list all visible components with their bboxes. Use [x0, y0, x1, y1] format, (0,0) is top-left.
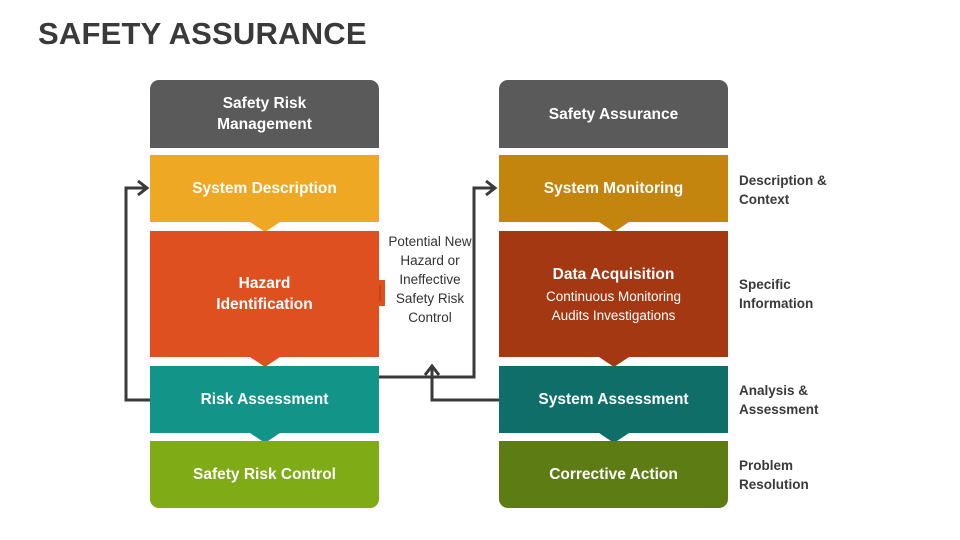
block-label: Data Acquisition [552, 265, 675, 283]
block-label: System Description [192, 180, 337, 197]
middle-annotation: Potential New Hazard or Ineffective Safe… [388, 234, 472, 325]
block-corrective-action: Corrective Action [499, 441, 728, 508]
block-data-acquisition: Data Acquisition Continuous Monitoring A… [499, 231, 728, 367]
left-header: Safety Risk Management [150, 80, 379, 148]
down-arrow-icon [249, 222, 280, 232]
block-label: System Monitoring [543, 180, 684, 197]
page-title: SAFETY ASSURANCE [38, 16, 367, 51]
connector-to-monitoring-head [485, 179, 498, 197]
block-safety-risk-control: Safety Risk Control [150, 441, 379, 508]
side-label-specific-information: Specific Information [739, 277, 814, 311]
right-header: Safety Assurance [499, 80, 728, 148]
side-label-description: Description & Context [739, 173, 827, 207]
block-sub-label: Continuous Monitoring [545, 288, 682, 304]
block-system-description: System Description [150, 155, 379, 232]
down-arrow-icon [598, 433, 629, 443]
side-label-problem-resolution: Problem Resolution [739, 458, 809, 492]
block-system-monitoring: System Monitoring [499, 155, 728, 232]
block-label: Safety Risk Control [193, 466, 336, 483]
connector-from-assessment [430, 368, 499, 402]
block-label: Corrective Action [549, 466, 678, 483]
block-system-assessment: System Assessment [499, 366, 728, 443]
down-arrow-icon [249, 433, 280, 443]
feedback-arrow-left [124, 186, 150, 402]
left-header-label: Safety Risk Management [217, 95, 312, 133]
block-label: Hazard Identification [216, 275, 313, 313]
down-arrow-icon [598, 222, 629, 232]
connector-from-assessment-head [423, 363, 441, 376]
down-arrow-icon [598, 357, 629, 367]
side-label-analysis: Analysis & Assessment [739, 383, 819, 417]
connector-to-monitoring [379, 186, 494, 379]
block-label: System Assessment [538, 391, 689, 408]
block-hazard-identification: Hazard Identification [150, 231, 379, 367]
block-sub-label: Audits Investigations [551, 307, 676, 323]
block-label: Risk Assessment [200, 391, 329, 408]
block-risk-assessment: Risk Assessment [150, 366, 379, 443]
down-arrow-icon [249, 357, 280, 367]
feedback-arrow-left-head [137, 179, 150, 197]
right-header-label: Safety Assurance [548, 105, 679, 123]
